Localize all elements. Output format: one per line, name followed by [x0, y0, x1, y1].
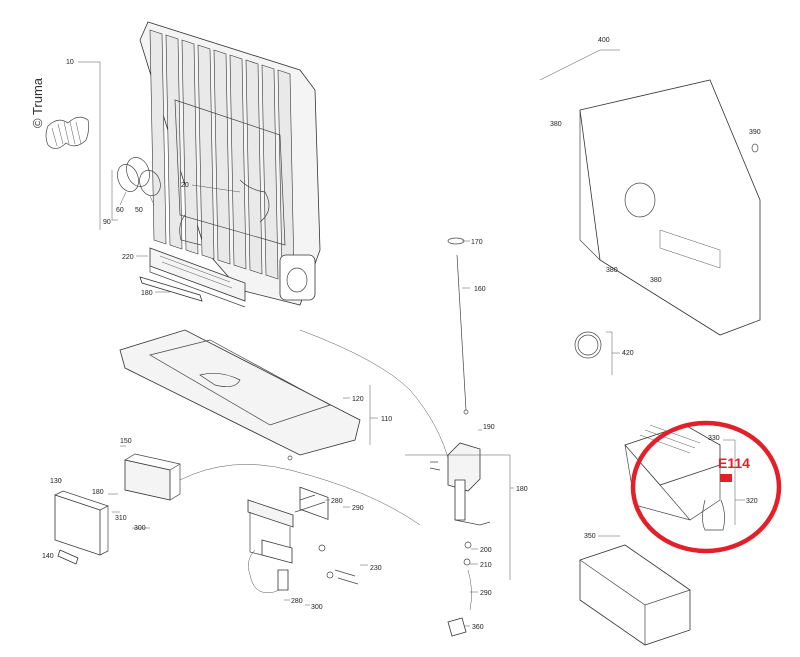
callout-180-cable: 180	[92, 489, 104, 496]
callout-360: 360	[472, 624, 484, 631]
drip-tray	[579, 544, 691, 646]
callout-160: 160	[474, 286, 486, 293]
callout-280-lower: 280	[291, 598, 303, 605]
callout-230: 230	[370, 565, 382, 572]
sealing-ring-420	[574, 331, 602, 359]
highlight-circle	[630, 420, 782, 554]
burner-assembly	[139, 247, 246, 308]
callout-170: 170	[471, 239, 483, 246]
base-plate	[119, 329, 361, 520]
casing-panel	[579, 79, 761, 336]
copyright-text: © Truma	[30, 77, 45, 128]
callout-220: 220	[122, 254, 134, 261]
callout-180-burner: 180	[141, 290, 153, 297]
heat-exchanger	[139, 21, 321, 306]
o-rings	[117, 157, 161, 197]
spindle-rod	[456, 254, 467, 411]
callout-380-bottom-left: 380	[606, 267, 618, 274]
callout-380-bottom-right: 380	[650, 277, 662, 284]
callout-300-right: 300	[311, 604, 323, 611]
callout-390: 390	[749, 129, 761, 136]
callout-350: 350	[584, 533, 596, 540]
battery-140	[57, 549, 79, 565]
callout-130: 130	[50, 478, 62, 485]
knob-part	[447, 237, 465, 245]
callout-140: 140	[42, 553, 54, 560]
callout-200: 200	[480, 547, 492, 554]
callout-210: 210	[480, 562, 492, 569]
callout-290-right: 290	[480, 590, 492, 597]
callout-380-top: 380	[550, 121, 562, 128]
callout-330: 330	[708, 435, 720, 442]
callout-280-upper: 280	[331, 498, 343, 505]
callout-400: 400	[598, 37, 610, 44]
callout-50: 50	[135, 207, 143, 214]
control-unit	[124, 453, 181, 501]
connector-360	[447, 617, 467, 637]
callout-10: 10	[66, 59, 74, 66]
callout-290-left: 290	[352, 505, 364, 512]
callout-320: 320	[746, 498, 758, 505]
callout-180-valve: 180	[516, 486, 528, 493]
highlight-marker	[720, 474, 732, 482]
spring-part	[45, 116, 90, 149]
callout-190: 190	[483, 424, 495, 431]
highlight-code: E114	[718, 455, 750, 471]
callout-20: 20	[181, 182, 189, 189]
callout-110: 110	[381, 416, 392, 423]
callout-310: 310	[115, 515, 127, 522]
callout-300-left: 300	[134, 525, 146, 532]
igniter-assembly	[247, 494, 359, 591]
heat-exchanger-fins	[149, 29, 295, 280]
callout-420: 420	[622, 350, 634, 357]
gas-valve	[429, 442, 491, 526]
battery-box	[54, 494, 101, 556]
callout-60: 60	[116, 207, 124, 214]
callout-120: 120	[352, 396, 364, 403]
callout-90: 90	[103, 219, 111, 226]
callout-150: 150	[120, 438, 132, 445]
